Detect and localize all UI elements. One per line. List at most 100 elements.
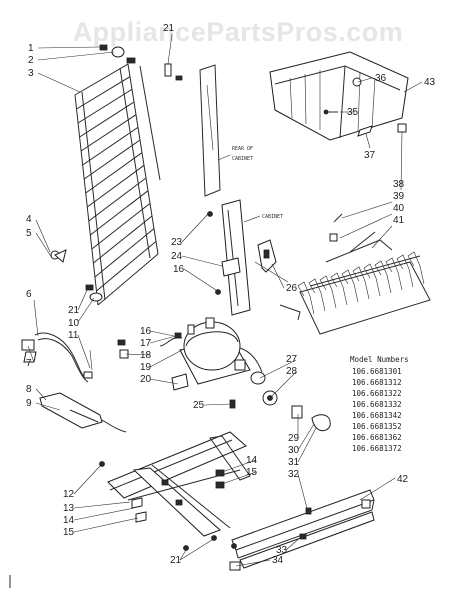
- leader-line: [73, 465, 101, 495]
- callout-30: 30: [288, 445, 300, 456]
- callout-6: 6: [26, 289, 32, 300]
- callout-24: 24: [171, 251, 183, 262]
- heater-fin: [319, 275, 337, 309]
- leader-line: [37, 46, 101, 49]
- callout-26: 26: [286, 283, 298, 294]
- callout-10: 10: [68, 318, 80, 329]
- callout-41: 41: [393, 215, 405, 226]
- leader-line: [125, 353, 151, 356]
- callout-27: 27: [286, 354, 298, 365]
- callout-32: 32: [288, 469, 300, 480]
- callout-2: 2: [28, 55, 34, 66]
- leader-line: [149, 349, 183, 368]
- leader-line: [181, 213, 209, 243]
- model-number: 106.6681312: [352, 378, 402, 387]
- callout-13: 13: [63, 503, 75, 514]
- callout-43: 43: [424, 77, 436, 88]
- leader-line: [259, 359, 297, 379]
- callout-numbers: 1 2 3 21 36 35 43 37 4 5 23 24 16 38 39 …: [26, 23, 436, 566]
- compressor-grommets: [117, 332, 189, 391]
- rear-of-cabinet-note: REAR OF: [232, 146, 253, 152]
- heater-fin: [396, 254, 414, 288]
- callout-16: 16: [140, 326, 152, 337]
- compressor: [159, 317, 263, 385]
- heater-fin: [352, 266, 370, 300]
- leader-line: [371, 225, 393, 249]
- leader-line: [297, 473, 309, 513]
- heater-fin: [341, 269, 359, 303]
- watermark-text: AppliancePartsPros.com: [73, 17, 404, 47]
- coil-rung: [83, 139, 141, 180]
- callout-42: 42: [397, 474, 409, 485]
- callout-21: 21: [170, 555, 182, 566]
- model-number: 106.6681342: [352, 411, 402, 420]
- leader-line: [77, 297, 95, 323]
- model-number: 106.6681301: [352, 367, 402, 376]
- leader-line: [183, 268, 217, 291]
- coil-rung: [77, 88, 133, 124]
- cabinet-note: CABINET: [262, 214, 283, 220]
- coil-rung: [82, 126, 139, 166]
- heater-fin: [330, 272, 348, 306]
- heater-fin: [407, 251, 425, 285]
- leader-line: [181, 255, 223, 267]
- rear-of-cabinet-panel: REAR OF CABINET: [199, 64, 253, 197]
- leader-line: [297, 423, 315, 451]
- leader-line: [35, 402, 61, 411]
- callout-3: 3: [28, 68, 34, 79]
- model-number: 106.6681352: [352, 422, 402, 431]
- callout-8: 8: [26, 384, 32, 395]
- callout-11: 11: [68, 330, 79, 341]
- leader-line: [149, 330, 175, 337]
- condenser-coil: [74, 63, 161, 306]
- model-number: 106.6681322: [352, 389, 402, 398]
- heater-fin: [385, 257, 403, 291]
- defrost-timer: [39, 392, 127, 433]
- coil-rung: [85, 152, 143, 194]
- leader-line: [341, 201, 393, 219]
- callout-33: 33: [276, 545, 288, 556]
- coil-rung: [90, 190, 149, 236]
- leader-line: [167, 33, 173, 65]
- leader-line: [35, 232, 53, 259]
- leader-line: [73, 507, 135, 521]
- callout-12: 12: [63, 489, 75, 500]
- leader-line: [35, 388, 47, 401]
- wiring-harness: [21, 332, 93, 383]
- callout-23: 23: [171, 237, 183, 248]
- callout-34: 34: [272, 555, 284, 566]
- leader-line: [35, 219, 51, 253]
- leader-line: [179, 549, 187, 561]
- callout-4: 4: [26, 214, 32, 225]
- callout-7: 7: [26, 358, 32, 369]
- callout-28: 28: [286, 366, 298, 377]
- leader-lines: [27, 33, 423, 567]
- leader-line: [73, 517, 139, 533]
- callout-1: 1: [28, 43, 34, 54]
- base-frame: [99, 431, 251, 551]
- leader-line: [33, 299, 39, 337]
- coil-rung: [91, 202, 151, 250]
- leader-line: [37, 51, 115, 61]
- leader-line: [357, 77, 373, 83]
- leader-line: [37, 72, 81, 93]
- coil-rung: [93, 215, 153, 264]
- coil-rung: [79, 101, 135, 138]
- leader-line: [339, 213, 393, 239]
- callout-36: 36: [375, 73, 387, 84]
- leader-line: [403, 81, 423, 93]
- heater-fin: [297, 281, 315, 315]
- model-numbers: Model Numbers 106.6681301 106.6681312 10…: [350, 355, 409, 453]
- coil-rung: [94, 228, 155, 278]
- callout-38: 38: [393, 179, 405, 190]
- callout-25: 25: [193, 400, 205, 411]
- leader-line: [203, 403, 233, 406]
- drain-pan: [269, 51, 409, 141]
- leader-line: [149, 378, 179, 385]
- cabinet-bracket: CABINET: [207, 199, 289, 316]
- coil-rung: [96, 240, 157, 292]
- callout-9: 9: [26, 398, 32, 409]
- callout-19: 19: [140, 362, 152, 373]
- model-numbers-title: Model Numbers: [350, 355, 409, 364]
